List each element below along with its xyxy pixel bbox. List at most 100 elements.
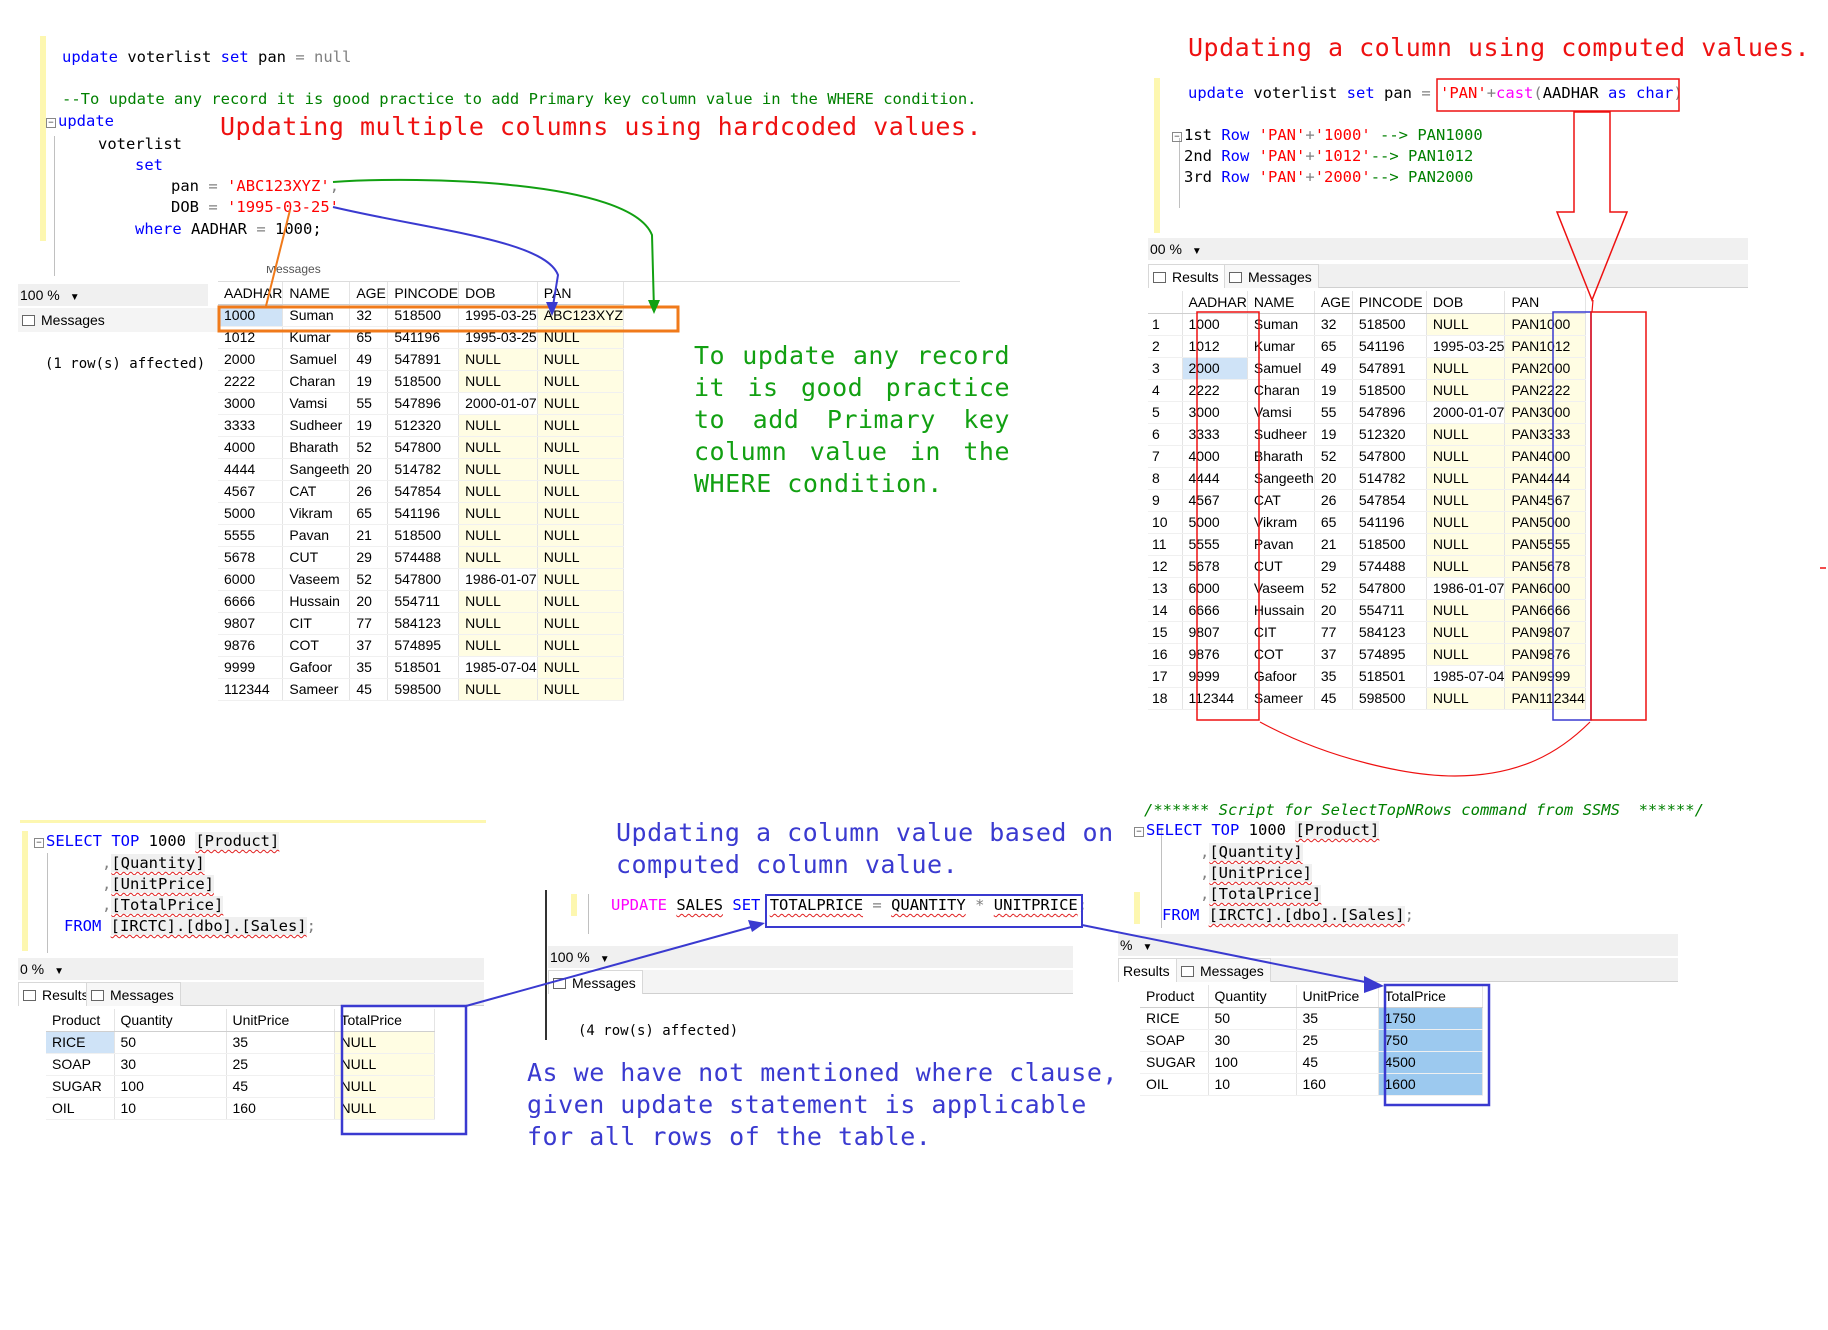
table-cell[interactable]: NULL	[458, 458, 538, 481]
table-cell[interactable]: PAN9807	[1504, 621, 1586, 644]
table-cell[interactable]: Samuel	[1247, 357, 1315, 380]
row-number[interactable]: 18	[1148, 687, 1183, 710]
chevron-down-icon[interactable]: ▼	[69, 292, 80, 303]
table-cell[interactable]: 1995-03-25	[458, 304, 538, 327]
table-cell[interactable]: NULL	[537, 524, 625, 547]
table-cell[interactable]: NULL	[1426, 643, 1506, 666]
table-cell[interactable]: 598500	[1352, 687, 1427, 710]
table-cell[interactable]: 112344	[1182, 687, 1248, 710]
table-cell[interactable]: NULL	[1426, 445, 1506, 468]
table-cell[interactable]: 45	[1314, 687, 1353, 710]
table-cell[interactable]: 574895	[1352, 643, 1427, 666]
zoom-control[interactable]: 00 %▼	[1148, 238, 1228, 260]
table-cell[interactable]: 50	[1208, 1007, 1297, 1030]
editor-update-computed[interactable]: update voterlist set pan = 'PAN'+cast(AA…	[1152, 78, 1752, 238]
table-cell[interactable]: NULL	[537, 656, 625, 679]
table-cell[interactable]: 1012	[218, 326, 284, 349]
row-number[interactable]: 6	[1148, 423, 1183, 446]
table-cell[interactable]: NULL	[1426, 489, 1506, 512]
table-cell[interactable]: 1995-03-25	[458, 326, 538, 349]
table-cell[interactable]: RICE	[46, 1031, 115, 1054]
table-cell[interactable]: NULL	[537, 590, 625, 613]
table-cell[interactable]: 52	[349, 568, 389, 591]
row-number[interactable]: 8	[1148, 467, 1183, 490]
table-cell[interactable]: 55	[349, 392, 389, 415]
table-cell[interactable]: NULL	[458, 612, 538, 635]
table-cell[interactable]: 512320	[387, 414, 460, 437]
table-cell[interactable]: 35	[349, 656, 389, 679]
table-cell[interactable]: 21	[1314, 533, 1353, 556]
table-cell[interactable]: NULL	[1426, 599, 1506, 622]
table-cell[interactable]: 1985-07-04	[1426, 665, 1506, 688]
table-cell[interactable]: 49	[349, 348, 389, 371]
table-cell[interactable]: 30	[1208, 1029, 1297, 1052]
table-cell[interactable]: NULL	[1426, 313, 1506, 336]
table-cell[interactable]: 4000	[218, 436, 284, 459]
tab-messages[interactable]: Messages	[1176, 958, 1271, 982]
collapse-icon[interactable]: −	[46, 118, 56, 128]
table-cell[interactable]: 1985-07-04	[458, 656, 538, 679]
table-cell[interactable]: 518500	[1352, 533, 1427, 556]
table-cell[interactable]: 4567	[218, 480, 284, 503]
table-cell[interactable]: PAN5555	[1504, 533, 1586, 556]
table-cell[interactable]: 584123	[387, 612, 460, 635]
table-cell[interactable]: NULL	[537, 370, 625, 393]
table-cell[interactable]: Suman	[282, 304, 351, 327]
table-cell[interactable]: NULL	[537, 634, 625, 657]
table-cell[interactable]: 100	[114, 1075, 227, 1098]
editor-select-sales-after[interactable]: /****** Script for SelectTopNRows comman…	[1134, 798, 1704, 938]
table-cell[interactable]: NULL	[458, 414, 538, 437]
table-cell[interactable]: NULL	[537, 502, 625, 525]
table-cell[interactable]: PAN2000	[1504, 357, 1586, 380]
table-cell[interactable]: 35	[226, 1031, 335, 1054]
table-cell[interactable]: PAN4567	[1504, 489, 1586, 512]
table-cell[interactable]: NULL	[458, 546, 538, 569]
table-cell[interactable]: 26	[349, 480, 389, 503]
table-cell[interactable]: NULL	[334, 1053, 435, 1076]
row-number[interactable]: 3	[1148, 357, 1183, 380]
table-cell[interactable]: Vikram	[282, 502, 351, 525]
table-cell[interactable]: 52	[1314, 445, 1353, 468]
table-cell[interactable]: CIT	[282, 612, 351, 635]
table-cell[interactable]: NULL	[537, 436, 625, 459]
table-cell[interactable]: 1986-01-07	[1426, 577, 1506, 600]
table-cell[interactable]: 5000	[218, 502, 284, 525]
table-cell[interactable]: OIL	[1140, 1073, 1209, 1096]
table-cell[interactable]: PAN2222	[1504, 379, 1586, 402]
table-cell[interactable]: NULL	[537, 458, 625, 481]
table-cell[interactable]: Gafoor	[282, 656, 351, 679]
table-cell[interactable]: PAN3000	[1504, 401, 1586, 424]
table-cell[interactable]: 5678	[218, 546, 284, 569]
table-cell[interactable]: 45	[226, 1075, 335, 1098]
table-cell[interactable]: Pavan	[1247, 533, 1315, 556]
table-cell[interactable]: 29	[1314, 555, 1353, 578]
table-cell[interactable]: 37	[1314, 643, 1353, 666]
table-cell[interactable]: SOAP	[46, 1053, 115, 1076]
table-cell[interactable]: 9999	[1182, 665, 1248, 688]
table-cell[interactable]: NULL	[537, 546, 625, 569]
table-cell[interactable]: PAN3333	[1504, 423, 1586, 446]
table-cell[interactable]: 20	[1314, 467, 1353, 490]
table-cell[interactable]: 25	[1296, 1029, 1379, 1052]
table-cell[interactable]: 518501	[387, 656, 460, 679]
zoom-control[interactable]: 0 %▼	[18, 958, 484, 980]
table-cell[interactable]: Sangeeth	[1247, 467, 1315, 490]
table-cell[interactable]: 514782	[1352, 467, 1427, 490]
table-cell[interactable]: PAN9999	[1504, 665, 1586, 688]
table-cell[interactable]: CAT	[282, 480, 351, 503]
table-cell[interactable]: 547896	[1352, 401, 1427, 424]
table-cell[interactable]: CAT	[1247, 489, 1315, 512]
table-cell[interactable]: 20	[349, 590, 389, 613]
